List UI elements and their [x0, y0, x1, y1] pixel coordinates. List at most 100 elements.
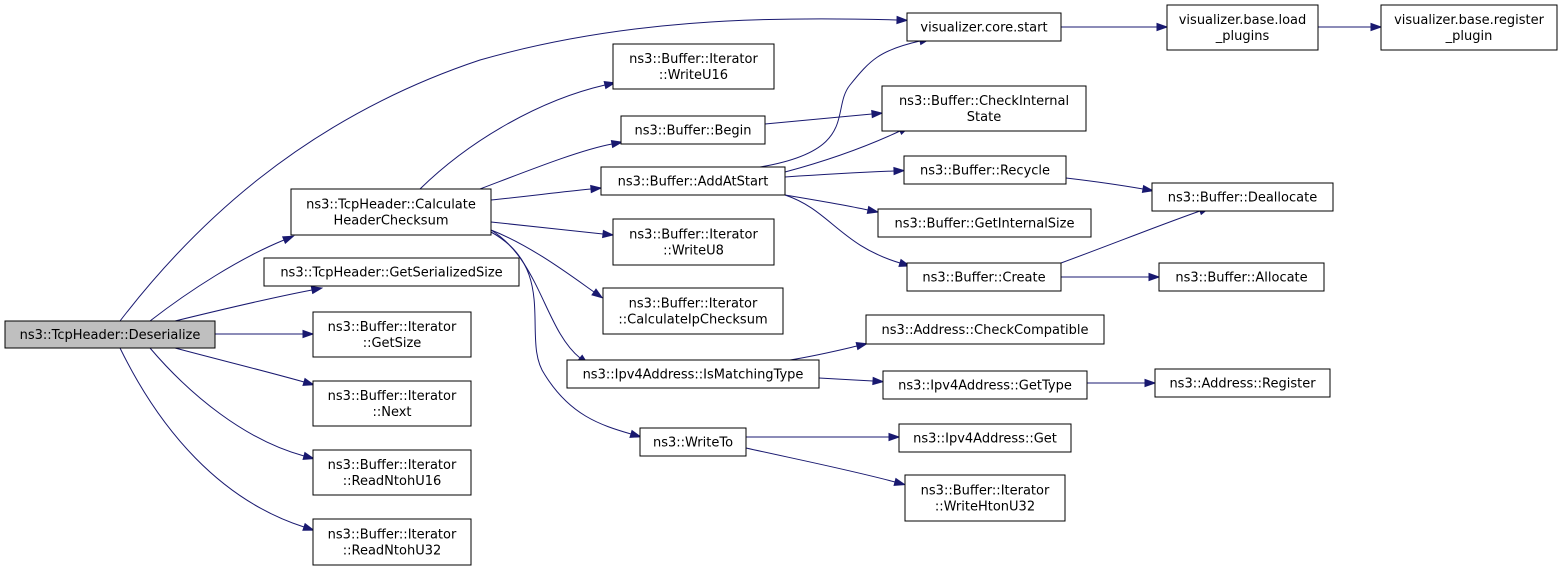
arrowhead — [602, 229, 615, 239]
arrowhead — [1144, 378, 1157, 388]
node-label: ns3::Buffer::Iterator — [629, 52, 758, 67]
node-label: ns3::Address::Register — [1169, 377, 1316, 392]
arrowhead — [302, 451, 316, 460]
arrowhead — [610, 139, 624, 149]
edge-line — [1065, 177, 1144, 190]
node-vis-base-register[interactable]: visualizer.base.register_plugin — [1380, 4, 1558, 51]
arrowhead — [302, 522, 315, 531]
edge-line — [119, 347, 305, 528]
node-vis-core-start[interactable]: visualizer.core.start — [906, 12, 1062, 42]
node-box — [600, 166, 786, 196]
node-buffer-addatstart[interactable]: ns3::Buffer::AddAtStart — [600, 166, 786, 196]
edge-buffer_recycle-to-buffer_deallocate — [1065, 177, 1155, 194]
node-box — [865, 314, 1105, 345]
node-buffer-getinternalsize[interactable]: ns3::Buffer::GetInternalSize — [877, 208, 1092, 238]
node-label: _plugin — [1445, 29, 1493, 44]
edge-line — [490, 229, 595, 293]
node-label: ns3::Buffer::Begin — [634, 124, 751, 139]
edge-calc_hdr_checksum-to-iter_writeu8 — [490, 221, 615, 239]
edge-calc_hdr_checksum-to-buffer_addatstart — [490, 184, 603, 201]
node-label: ns3::Buffer::Iterator — [328, 458, 457, 473]
edge-line — [784, 194, 869, 211]
node-label: ns3::Buffer::GetInternalSize — [895, 217, 1075, 232]
arrowhead — [855, 342, 869, 351]
node-buffer-deallocate[interactable]: ns3::Buffer::Deallocate — [1151, 182, 1334, 212]
edge-line — [818, 377, 874, 382]
node-box — [602, 287, 784, 335]
node-box — [1154, 368, 1331, 398]
edge-line — [490, 221, 604, 235]
node-iter-calcipchecksum[interactable]: ns3::Buffer::Iterator::CalculateIpChecks… — [602, 287, 784, 335]
node-buffer-allocate[interactable]: ns3::Buffer::Allocate — [1158, 262, 1325, 292]
node-get-serialized-size[interactable]: ns3::TcpHeader::GetSerializedSize — [263, 257, 520, 287]
node-writeto[interactable]: ns3::WriteTo — [639, 427, 747, 457]
node-deserialize[interactable]: ns3::TcpHeader::Deserialize — [4, 320, 216, 349]
edge-line — [490, 231, 632, 435]
arrowhead — [888, 432, 901, 442]
edge-line — [490, 188, 592, 201]
node-ipv4-gettype[interactable]: ns3::Ipv4Address::GetType — [882, 370, 1088, 400]
arrowhead — [302, 377, 316, 386]
node-box — [566, 359, 820, 389]
edge-line — [1060, 210, 1201, 264]
node-buffer-create[interactable]: ns3::Buffer::Create — [906, 262, 1062, 292]
node-label: ns3::Buffer::Recycle — [920, 164, 1050, 179]
node-address-register[interactable]: ns3::Address::Register — [1154, 368, 1331, 398]
arrowhead — [310, 286, 324, 295]
arrowhead — [1148, 272, 1161, 282]
node-iter-getsize[interactable]: ns3::Buffer::Iterator::GetSize — [312, 311, 472, 358]
node-label: visualizer.base.load — [1179, 13, 1307, 28]
node-iter-readntohu32[interactable]: ns3::Buffer::Iterator::ReadNtohU32 — [312, 518, 472, 566]
node-label: ::ReadNtohU32 — [343, 544, 442, 559]
node-iter-next[interactable]: ns3::Buffer::Iterator::Next — [312, 380, 472, 427]
node-ipv4-ismatchingtype[interactable]: ns3::Ipv4Address::IsMatchingType — [566, 359, 820, 389]
node-label: ns3::Ipv4Address::Get — [913, 432, 1057, 447]
arrowhead — [871, 109, 884, 119]
node-buffer-begin[interactable]: ns3::Buffer::Begin — [620, 115, 766, 145]
node-vis-base-load[interactable]: visualizer.base.load_plugins — [1166, 4, 1319, 51]
node-iter-writeu8[interactable]: ns3::Buffer::Iterator::WriteU8 — [612, 218, 775, 266]
node-label: ns3::Buffer::Iterator — [629, 297, 758, 312]
node-label: ns3::Ipv4Address::GetType — [898, 379, 1072, 394]
node-ipv4-get[interactable]: ns3::Ipv4Address::Get — [898, 423, 1072, 453]
node-address-checkcompatible[interactable]: ns3::Address::CheckCompatible — [865, 314, 1105, 345]
edge-line — [174, 347, 305, 383]
node-label: ns3::WriteTo — [653, 436, 733, 451]
node-label: ns3::TcpHeader::GetSerializedSize — [280, 266, 502, 281]
arrowhead — [629, 429, 643, 438]
node-label: ::ReadNtohU16 — [343, 474, 442, 489]
node-iter-writehtonu32[interactable]: ns3::Buffer::Iterator::WriteHtonU32 — [904, 474, 1066, 522]
arrowhead — [896, 15, 909, 25]
node-box — [312, 449, 472, 496]
edge-ipv4_ismatchingtype-to-address_checkcompatible — [789, 342, 869, 361]
node-iter-writeu16[interactable]: ns3::Buffer::Iterator::WriteU16 — [612, 43, 775, 90]
node-box — [877, 208, 1092, 238]
node-label: ns3::TcpHeader::Calculate — [306, 198, 476, 213]
edge-line — [479, 143, 613, 190]
node-label: ns3::Buffer::Iterator — [328, 528, 457, 543]
edge-vis_core_start-to-vis_base_load — [1061, 22, 1169, 32]
edge-line — [784, 170, 895, 178]
node-box — [612, 43, 775, 90]
node-label: ::WriteU8 — [663, 244, 724, 259]
node-iter-readntohu16[interactable]: ns3::Buffer::Iterator::ReadNtohU16 — [312, 449, 472, 496]
node-buffer-recycle[interactable]: ns3::Buffer::Recycle — [903, 155, 1067, 185]
node-box — [620, 115, 766, 145]
edge-line — [764, 113, 873, 125]
node-label: visualizer.base.register — [1394, 13, 1545, 28]
node-label: ns3::Buffer::Iterator — [629, 228, 758, 243]
edge-deserialize-to-iter_readntohu32 — [119, 347, 315, 531]
edge-buffer_addatstart-to-buffer_getinternalsize — [784, 194, 880, 214]
edge-line — [149, 347, 305, 457]
edge-deserialize-to-iter_next — [174, 347, 316, 386]
edge-deserialize-to-iter_getsize — [215, 329, 315, 339]
edge-buffer_create-to-buffer_allocate — [1061, 272, 1161, 282]
node-box — [1166, 4, 1319, 51]
node-label: ns3::Buffer::Create — [922, 271, 1045, 286]
edge-calc_hdr_checksum-to-ipv4_ismatchingtype — [490, 229, 589, 366]
node-box — [312, 518, 472, 566]
node-label: ::GetSize — [363, 336, 422, 351]
node-label: ns3::Ipv4Address::IsMatchingType — [583, 368, 804, 383]
